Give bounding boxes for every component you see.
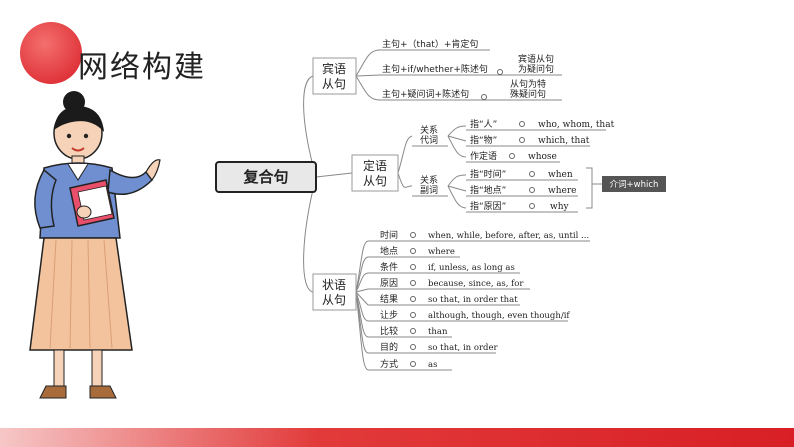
adverbial-item-5: 结果 [380, 293, 398, 305]
adverbial-value-2: where [428, 247, 455, 257]
attributive-clause-label-1: 定语 [363, 158, 387, 173]
adverb-item-2: 指“地点” [470, 184, 506, 196]
object-clause-label-2: 从句 [322, 77, 346, 91]
title-decoration-circle [20, 22, 82, 84]
adverb-item-1: 指“时间” [470, 168, 506, 180]
attributive-clause-label-2: 从句 [363, 174, 387, 188]
object-item-1: 主句+（that）+肯定句 [382, 38, 478, 50]
pronoun-item-1: 指“人” [470, 118, 497, 130]
adverbial-value-8: so that, in order [428, 343, 499, 353]
adverbial-value-1: when, while, before, after, as, until ..… [428, 231, 589, 241]
bottom-accent-bar [0, 428, 794, 447]
adverbial-clause-box [312, 273, 357, 311]
adverbial-item-8: 目的 [380, 341, 398, 353]
object-item-3: 主句+疑问词+陈述句 [382, 88, 469, 100]
adverbial-item-9: 方式 [380, 358, 398, 370]
adverb-value-1: when [548, 170, 573, 180]
adverb-value-3: why [550, 202, 570, 212]
adverbial-value-9: as [428, 360, 437, 370]
pronoun-item-2: 指“物” [470, 134, 497, 146]
adverbial-item-3: 条件 [380, 261, 398, 273]
adverbial-value-7: than [428, 327, 448, 337]
adverbial-item-6: 让步 [380, 310, 398, 321]
teacher-illustration [29, 91, 161, 399]
attributive-clause-box [351, 154, 399, 192]
pronoun-value-1: who, whom, that [538, 120, 615, 130]
pronoun-value-2: which, that [538, 136, 590, 146]
adverb-value-2: where [548, 186, 576, 196]
pronoun-item-3: 作定语 [470, 150, 497, 162]
pronoun-value-3: whose [528, 152, 557, 162]
adverbial-value-4: because, since, as, for [428, 279, 524, 289]
object-note-2-line2: 为疑问句 [518, 63, 554, 75]
object-note-3-line1: 从句为特 [510, 78, 546, 90]
bracket-note: 介词+which [610, 180, 659, 190]
bracket-note-box [602, 176, 666, 192]
adverbial-value-3: if, unless, as long as [428, 263, 515, 273]
object-item-2: 主句+if/whether+陈述句 [382, 63, 488, 75]
adverbial-value-6: although, though, even though/if [428, 311, 570, 321]
adverbial-item-7: 比较 [380, 325, 398, 337]
slide-title: 网络构建 [78, 50, 206, 85]
root-node: 复合句 [242, 168, 288, 186]
adverbial-item-2: 地点 [380, 245, 398, 257]
object-clause-label-1: 宾语 [322, 61, 346, 76]
pronoun-label-2: 代词 [420, 135, 438, 146]
adverbial-value-5: so that, in order that [428, 295, 518, 305]
adverb-label-2: 副词 [420, 185, 438, 196]
adverb-label-1: 关系 [420, 174, 438, 186]
adverb-item-3: 指“原因” [470, 200, 506, 212]
adverbial-clause-label-2: 从句 [322, 293, 346, 307]
adverbial-items: 时间 地点 条件 原因 结果 让步 比较 目的 方式 when, while, … [380, 229, 589, 370]
object-note-3-line2: 殊疑问句 [510, 88, 546, 100]
pronoun-label-1: 关系 [420, 124, 438, 136]
object-clause-box [312, 57, 357, 95]
root-node-box [215, 161, 317, 193]
object-note-2-line1: 宾语从句 [518, 53, 554, 65]
adverbial-clause-label-1: 状语 [322, 278, 346, 292]
adverbial-item-1: 时间 [380, 229, 398, 241]
adverbial-item-4: 原因 [380, 278, 398, 289]
